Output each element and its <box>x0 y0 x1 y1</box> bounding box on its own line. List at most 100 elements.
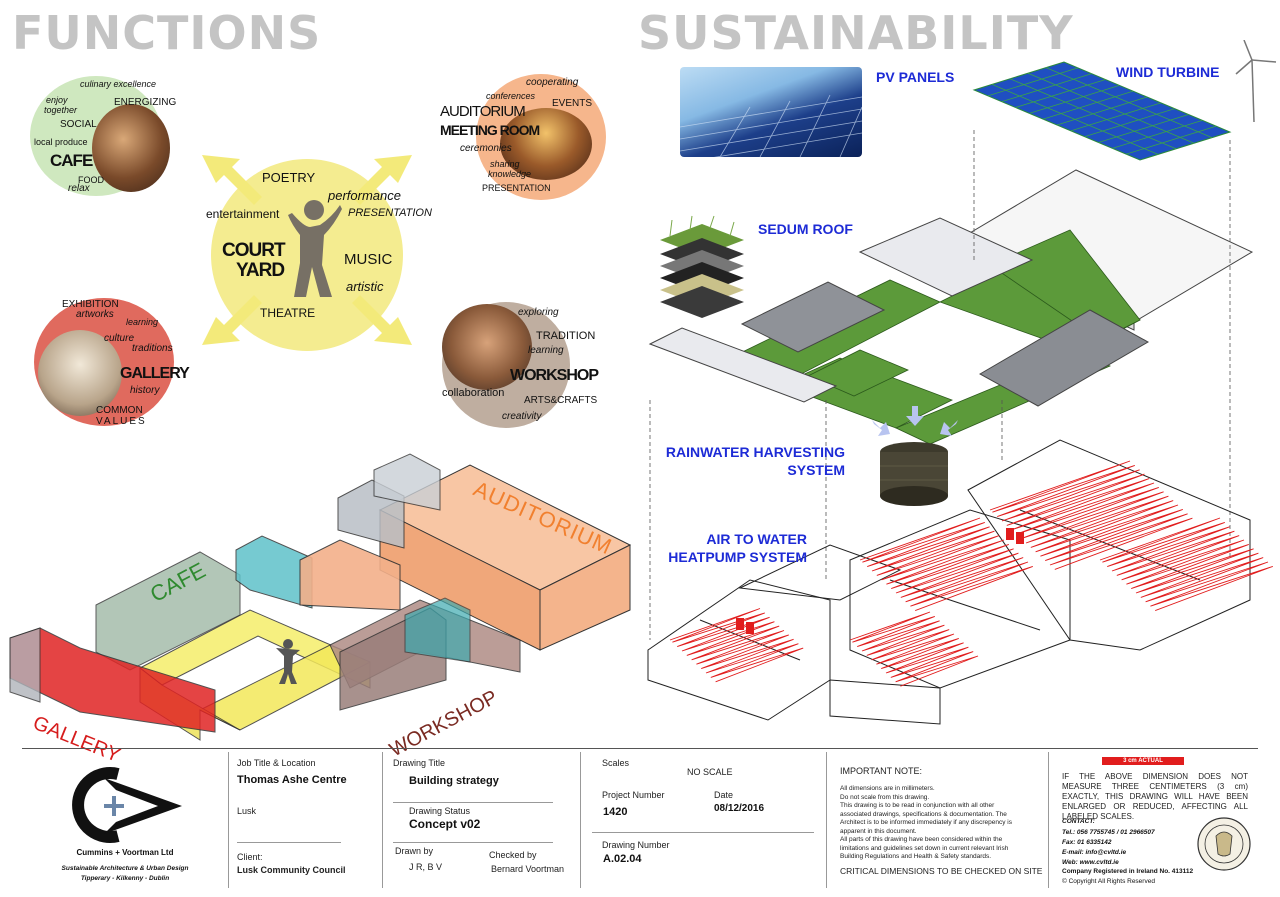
gallery-title: GALLERY <box>120 365 190 382</box>
drawing-status: Concept v02 <box>409 817 481 831</box>
contact-tel: Tel.: 056 7755745 / 01 2966507 <box>1062 829 1155 836</box>
title-block <box>22 748 1258 889</box>
courtyard-word: artistic <box>346 279 384 294</box>
courtyard-word: THEATRE <box>260 306 316 320</box>
cafe-word: local produce <box>34 137 88 147</box>
workshop-word: creativity <box>502 411 542 422</box>
courtyard-word: performance <box>328 188 401 203</box>
cafe-title: CAFE <box>50 151 93 170</box>
divider <box>237 842 341 843</box>
workshop-word: TRADITION <box>536 330 596 342</box>
water-arrow-icon <box>872 406 958 436</box>
note-line: All parts of this drawing have been cons… <box>840 836 1003 843</box>
date-label: Date <box>714 790 734 800</box>
auditorium-circle: cooperating conferences EVENTS AUDITORIU… <box>440 72 610 202</box>
job-label: Job Title & Location <box>237 758 316 768</box>
auditorium-photo <box>500 108 592 180</box>
drawn-by-label: Drawn by <box>395 846 434 856</box>
auditorium-word: conferences <box>486 91 536 101</box>
drawing-number-label: Drawing Number <box>602 840 670 850</box>
gallery-word: COMMON <box>96 405 143 416</box>
workshop-circle: exploring TRADITION learning WORKSHOP co… <box>440 300 610 430</box>
scale-bar: 3 cm ACTUAL <box>1102 757 1184 765</box>
gallery-word: culture <box>104 333 135 344</box>
label-rainwater-line2: SYSTEM <box>787 462 845 478</box>
auditorium-title: MEETING ROOM <box>440 122 540 138</box>
pv-array <box>972 61 1232 161</box>
workshop-title: WORKSHOP <box>510 367 599 384</box>
functions-heading: FUNCTIONS <box>12 6 322 60</box>
gallery-word: artworks <box>76 309 114 320</box>
checked-by-label: Checked by <box>489 850 537 860</box>
gallery-word: VALUES <box>96 416 147 427</box>
auditorium-title: AUDITORIUM <box>440 103 526 120</box>
cafe-word: SOCIAL <box>60 119 97 130</box>
workshop-word: learning <box>528 345 564 356</box>
workshop-photo <box>442 304 532 390</box>
divider <box>826 752 827 888</box>
gallery-photo <box>38 330 122 416</box>
courtyard-title: YARD <box>236 260 285 281</box>
heatpump-unit-icon <box>736 528 1024 634</box>
company-subtitle: Sustainable Architecture & Urban Design <box>61 865 189 872</box>
note-line: limitations and guidelines set down in c… <box>840 844 1009 852</box>
auditorium-word: ceremonies <box>460 143 512 154</box>
cafe-word: FOOD <box>78 175 104 185</box>
auditorium-word: knowledge <box>488 169 532 179</box>
pv-panel-photo <box>680 67 862 157</box>
wind-turbine-icon <box>1235 40 1277 123</box>
note-line: All dimensions are in millimeters. <box>840 785 935 792</box>
auditorium-word: cooperating <box>526 77 579 88</box>
copyright: © Copyright All Rights Reserved <box>1062 878 1155 885</box>
note-line: Architect is to be informed immediately … <box>840 819 1012 826</box>
contact-fax: Fax: 01 6335142 <box>1062 839 1112 846</box>
label-wind-turbine: WIND TURBINE <box>1116 64 1220 80</box>
underfloor-heating <box>669 460 1273 687</box>
contact-web: Web: www.cvltd.ie <box>1062 859 1119 866</box>
important-notes: All dimensions are in millimeters.Do not… <box>840 785 1040 862</box>
sustainability-diagram <box>647 40 1277 725</box>
note-line: Do not scale from this drawing. <box>840 793 930 801</box>
workshop-word: ARTS&CRAFTS <box>524 395 598 406</box>
label-rainwater-line1: RAINWATER HARVESTING <box>665 444 845 460</box>
company-logo <box>72 767 182 843</box>
critical-dimensions-note: CRITICAL DIMENSIONS TO BE CHECKED ON SIT… <box>840 866 1043 876</box>
divider <box>382 752 383 888</box>
label-pv-panels: PV PANELS <box>876 69 955 85</box>
cafe-word: together <box>44 105 78 115</box>
auditorium-word: sharing <box>490 159 520 169</box>
drawing-title-label: Drawing Title <box>393 758 446 768</box>
divider <box>580 752 581 888</box>
label-heatpump-line1: AIR TO WATER <box>706 531 807 547</box>
arrow-icon <box>202 155 412 345</box>
courtyard-diagram <box>202 155 412 351</box>
job-location: Lusk <box>237 806 257 816</box>
sedum-layers-icon <box>660 215 744 318</box>
divider <box>1048 752 1049 888</box>
gallery-word: traditions <box>132 343 173 354</box>
divider <box>393 802 553 803</box>
divider <box>592 832 814 833</box>
courtyard-labels: POETRY performance entertainment PRESENT… <box>192 145 442 357</box>
project-number: 1420 <box>603 806 628 818</box>
label-sedum-roof: SEDUM ROOF <box>758 221 853 237</box>
courtyard-word: MUSIC <box>344 251 393 268</box>
gallery-word: EXHIBITION <box>62 299 119 310</box>
divider <box>228 752 229 888</box>
note-line: Building Regulations and Health & Safety… <box>840 853 992 860</box>
gallery-word: learning <box>126 317 159 327</box>
company-name: Cummins + Voortman Ltd <box>76 848 174 857</box>
gallery-word: history <box>130 385 160 396</box>
cafe-word: ENERGIZING <box>114 97 177 108</box>
drawing-status-label: Drawing Status <box>409 806 471 816</box>
auditorium-word: EVENTS <box>552 98 593 109</box>
date-value: 08/12/2016 <box>714 803 765 814</box>
sustainability-heading: SUSTAINABILITY <box>638 6 1074 60</box>
cafe-word: culinary excellence <box>80 79 157 89</box>
courtyard-word: entertainment <box>206 207 280 221</box>
workshop-word: collaboration <box>442 387 505 399</box>
project-number-label: Project Number <box>602 790 665 800</box>
cafe-circle: culinary excellence enjoy together ENERG… <box>30 74 176 198</box>
person-icon <box>276 639 300 684</box>
courtyard-word: POETRY <box>262 170 316 185</box>
